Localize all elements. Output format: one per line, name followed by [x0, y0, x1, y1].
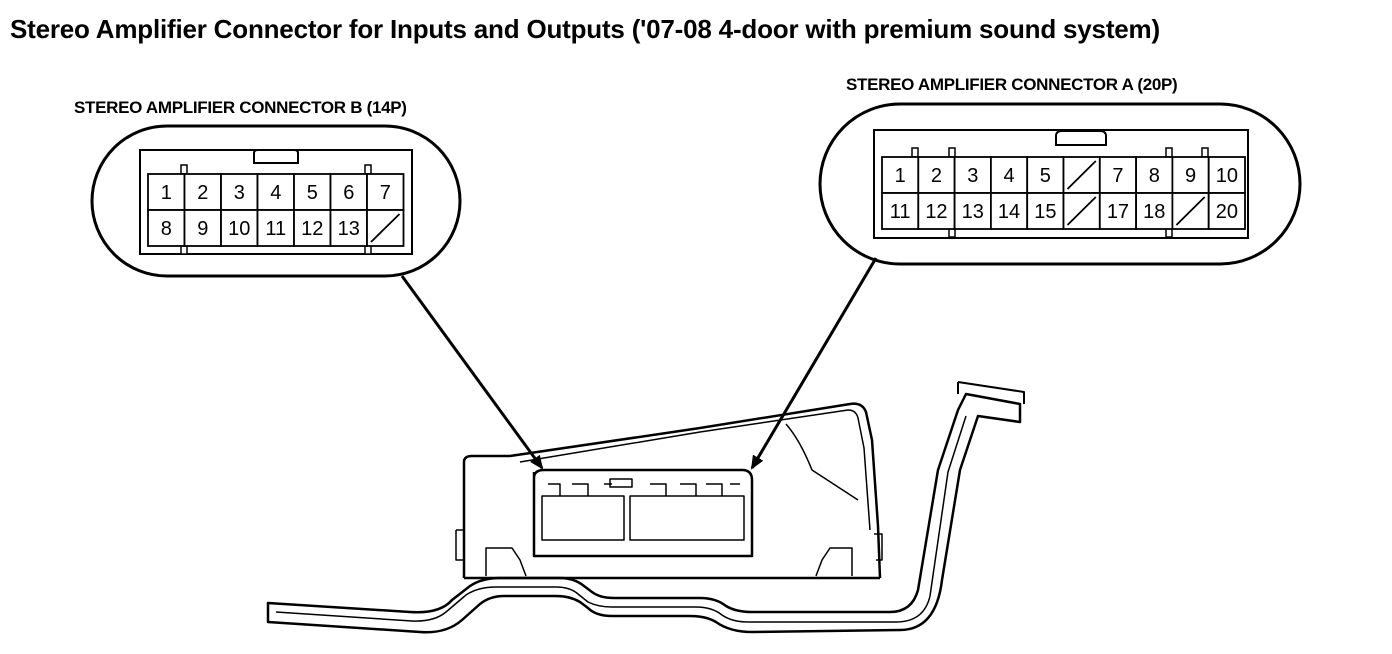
pin-number: 9 [197, 218, 208, 240]
pin-cell [1098, 156, 1138, 194]
unused-pin-slash [1066, 160, 1097, 190]
pin-cell [1026, 192, 1065, 230]
pin-cell [990, 156, 1029, 194]
pin-number: 6 [343, 182, 354, 204]
connector-a-label: STEREO AMPLIFIER CONNECTOR A (20P) [846, 75, 1178, 94]
pin-number: 7 [380, 182, 391, 204]
unused-pin-slash [370, 213, 401, 243]
connector-b-label: STEREO AMPLIFIER CONNECTOR B (14P) [74, 98, 407, 117]
pin-number: 11 [265, 218, 286, 240]
connector-a-housing [873, 129, 1249, 239]
connector-b-latch [253, 149, 299, 164]
connector-a-oval [818, 102, 1302, 266]
pin-number: 11 [890, 201, 911, 223]
pin-number: 5 [1040, 165, 1051, 187]
pin-cell [293, 173, 332, 211]
pin-number: 4 [270, 182, 281, 204]
pin-number: 13 [962, 201, 984, 223]
pin-number: 8 [161, 218, 172, 240]
pin-number: 13 [338, 218, 360, 240]
pin-number: 14 [998, 201, 1020, 223]
pin-cell [917, 156, 956, 194]
pin-number: 12 [301, 218, 323, 240]
pin-cell [220, 209, 259, 247]
pin-number: 18 [1143, 201, 1165, 223]
pin-cell [329, 209, 368, 247]
pin-cell [953, 192, 992, 230]
pin-cell [917, 192, 956, 230]
unused-pin-slash [1175, 196, 1206, 226]
pin-cell [1207, 156, 1246, 194]
pin-cell [1135, 156, 1174, 194]
connector-a-latch [1055, 130, 1107, 146]
pin-number: 3 [234, 182, 245, 204]
connector-a-leader-arrow [750, 257, 878, 470]
pin-cell [256, 209, 295, 247]
pin-cell [1207, 192, 1246, 230]
pin-cell [1098, 192, 1138, 230]
pin-cell [1135, 192, 1174, 230]
pin-number: 2 [197, 182, 208, 204]
pin-number: 15 [1034, 201, 1056, 223]
pin-number: 20 [1216, 201, 1238, 223]
connector-b-oval [90, 124, 462, 278]
pin-number: 2 [931, 165, 942, 187]
pin-number: 10 [228, 218, 250, 240]
pin-cell [881, 192, 920, 230]
pin-number: 12 [925, 201, 947, 223]
connector-b-leader-arrow [400, 275, 544, 470]
pin-number: 10 [1216, 165, 1238, 187]
diagram-title: Stereo Amplifier Connector for Inputs an… [10, 14, 1160, 44]
pin-cell [147, 209, 186, 247]
pin-number: 8 [1149, 165, 1160, 187]
pin-number: 1 [161, 182, 172, 204]
pin-cell [329, 173, 368, 211]
pin-number: 5 [307, 182, 318, 204]
pin-cell [293, 209, 332, 247]
pin-number: 9 [1185, 165, 1196, 187]
pin-cell [366, 173, 405, 211]
pin-number: 4 [1003, 165, 1014, 187]
pin-number: 1 [895, 165, 906, 187]
pin-number: 7 [1112, 165, 1123, 187]
unused-pin-slash [1066, 196, 1097, 226]
stereo-amplifier-unit [266, 381, 1025, 634]
pin-number: 17 [1107, 201, 1129, 223]
pin-number: 3 [967, 165, 978, 187]
